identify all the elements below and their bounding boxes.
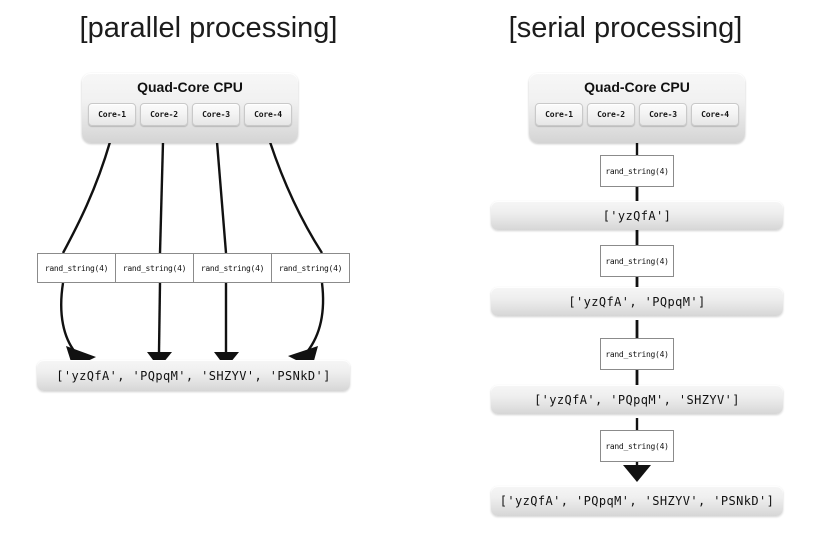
core-box-2[interactable]: Core-2 (587, 103, 635, 126)
parallel-core-row: Core-1 Core-2 Core-3 Core-4 (88, 103, 292, 126)
parallel-result-pill: ['yzQfA', 'PQpqM', 'SHZYV', 'PSNkD'] (37, 360, 350, 391)
serial-result-pill-1: ['yzQfA'] (491, 201, 783, 230)
core-box-3[interactable]: Core-3 (639, 103, 687, 126)
core-box-3[interactable]: Core-3 (192, 103, 240, 126)
serial-panel-title: [serial processing] (508, 12, 743, 44)
parallel-panel-title: [parallel processing] (79, 12, 338, 44)
core-box-4[interactable]: Core-4 (244, 103, 292, 126)
worker-cell-3[interactable]: rand_string(4) (194, 254, 272, 282)
parallel-cpu-chip: Quad-Core CPU Core-1 Core-2 Core-3 Core-… (82, 73, 298, 143)
core-box-4[interactable]: Core-4 (691, 103, 739, 126)
core-box-1[interactable]: Core-1 (535, 103, 583, 126)
core-box-1[interactable]: Core-1 (88, 103, 136, 126)
serial-cpu-chip: Quad-Core CPU Core-1 Core-2 Core-3 Core-… (529, 73, 745, 143)
parallel-cpu-label: Quad-Core CPU (137, 79, 243, 95)
serial-call-box-3[interactable]: rand_string(4) (600, 338, 674, 370)
serial-call-box-2[interactable]: rand_string(4) (600, 245, 674, 277)
serial-call-box-4[interactable]: rand_string(4) (600, 430, 674, 462)
worker-cell-4[interactable]: rand_string(4) (278, 263, 343, 273)
serial-processing-panel: [serial processing] Quad-Core CPU Core-1… (417, 0, 834, 550)
serial-cpu-label: Quad-Core CPU (584, 79, 690, 95)
serial-result-pill-4: ['yzQfA', 'PQpqM', 'SHZYV', 'PSNkD'] (491, 486, 783, 516)
serial-call-box-1[interactable]: rand_string(4) (600, 155, 674, 187)
serial-result-pill-2: ['yzQfA', 'PQpqM'] (491, 287, 783, 316)
serial-result-pill-3: ['yzQfA', 'PQpqM', 'SHZYV'] (491, 385, 783, 414)
worker-cell-2[interactable]: rand_string(4) (116, 254, 194, 282)
serial-core-row: Core-1 Core-2 Core-3 Core-4 (535, 103, 739, 126)
parallel-worker-strip: rand_string(4) rand_string(4) rand_strin… (37, 253, 350, 283)
core-box-2[interactable]: Core-2 (140, 103, 188, 126)
worker-cell-1[interactable]: rand_string(4) (38, 254, 116, 282)
parallel-processing-panel: [parallel processing] Quad-Core CPU Core… (37, 12, 350, 391)
